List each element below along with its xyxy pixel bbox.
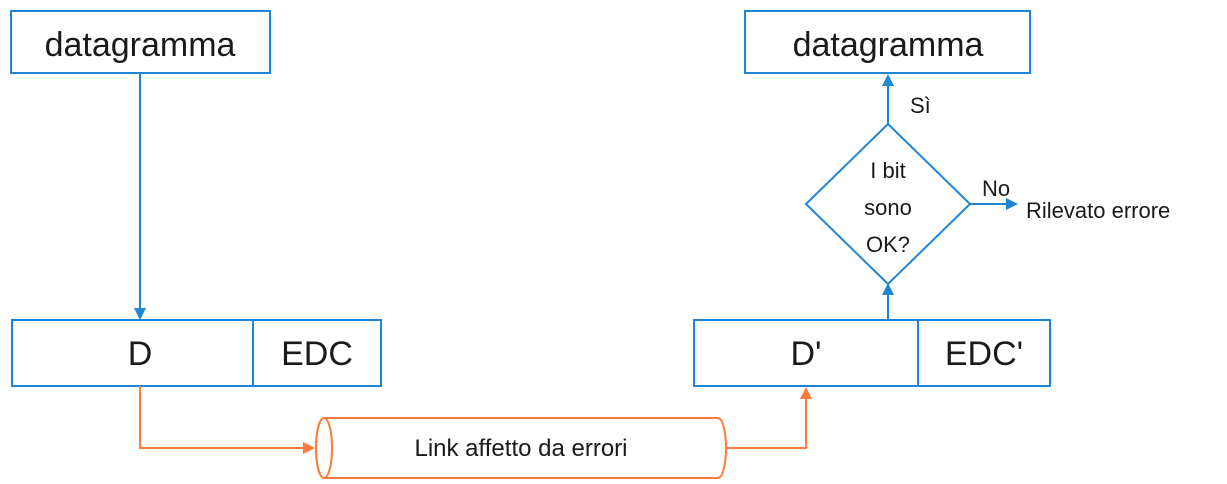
sender-datagram-label: datagramma xyxy=(45,26,236,64)
decision-diamond: I bit sono OK? xyxy=(804,122,972,286)
link-label: Link affetto da errori xyxy=(414,435,627,462)
sender-data-label: D xyxy=(128,335,153,373)
decision-line-2: sono xyxy=(864,195,912,220)
sender-to-link-arrow xyxy=(139,386,315,454)
receiver-frame: D' EDC' xyxy=(693,319,1051,387)
sender-edc-label: EDC xyxy=(281,335,353,373)
decision-line-1: I bit xyxy=(870,158,905,183)
error-detected-label: Rilevato errore xyxy=(1026,198,1170,223)
link-to-receiver-arrow xyxy=(726,387,812,449)
sender-datagram-box: datagramma xyxy=(10,10,271,74)
receiver-data-label: D' xyxy=(790,335,821,373)
sender-frame: D EDC xyxy=(11,319,382,387)
receiver-datagram-label: datagramma xyxy=(793,26,984,64)
receiver-datagram-box: datagramma xyxy=(744,10,1031,74)
decision-line-3: OK? xyxy=(866,232,910,257)
error-link-cylinder: Link affetto da errori xyxy=(315,417,727,479)
yes-label: Sì xyxy=(910,93,931,118)
receiver-edc-label: EDC' xyxy=(945,335,1023,373)
no-label: No xyxy=(982,176,1010,201)
